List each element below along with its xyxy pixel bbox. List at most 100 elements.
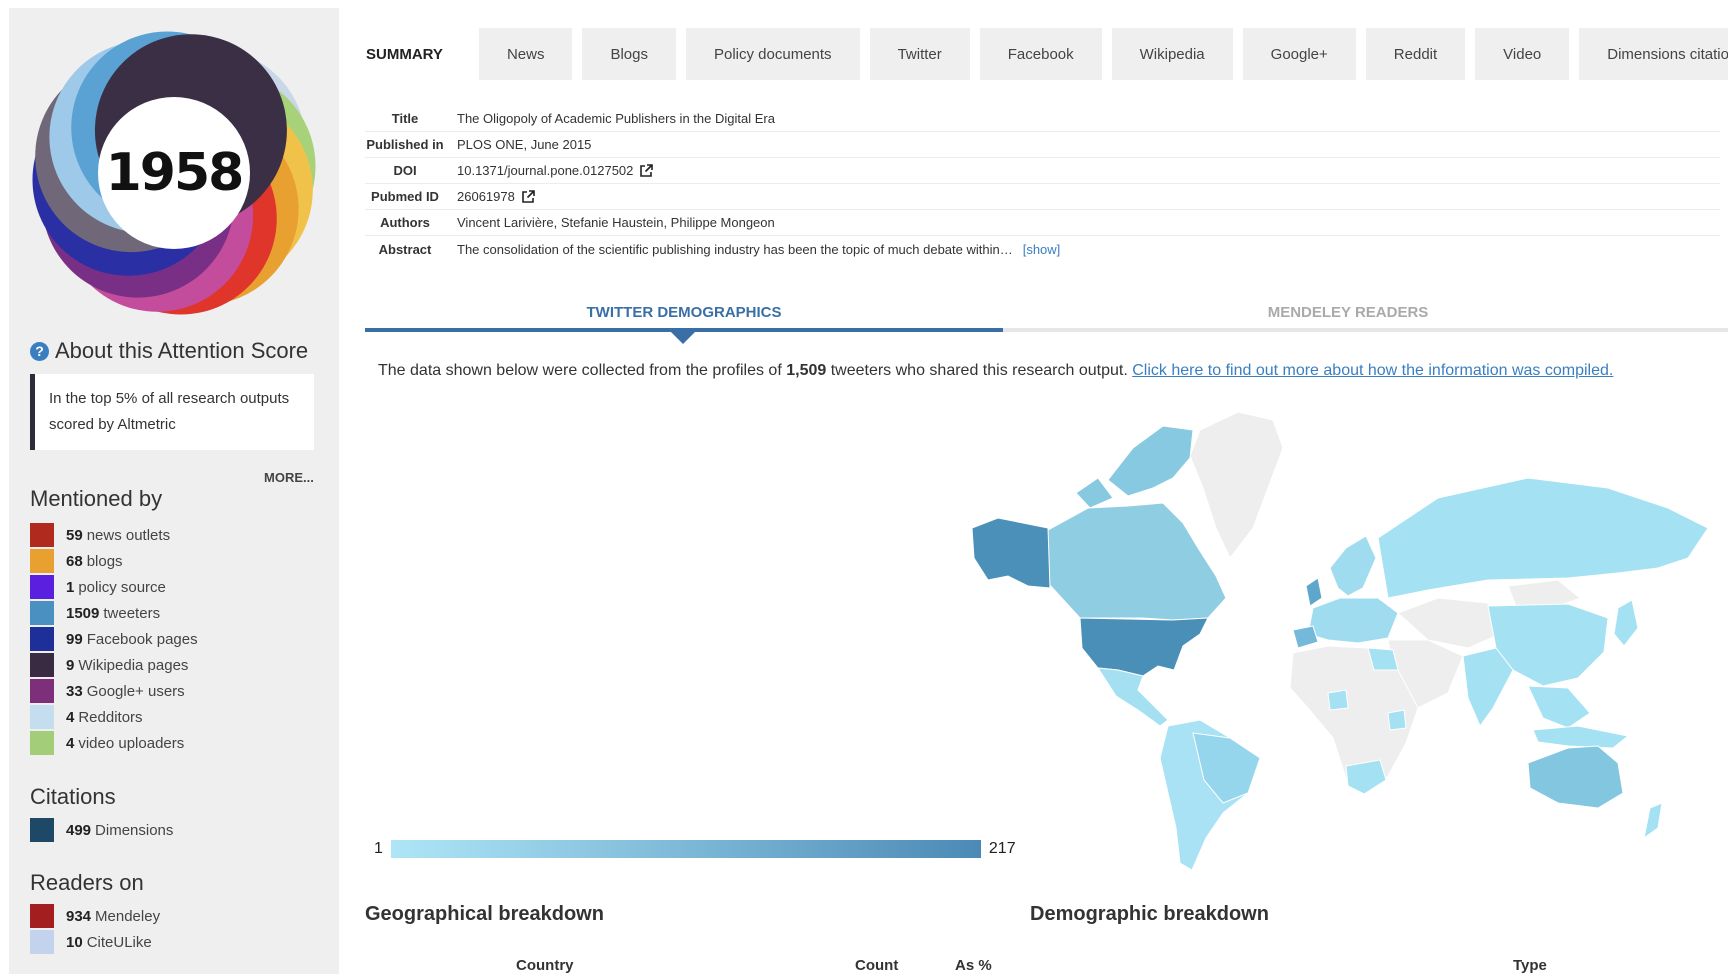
more-link[interactable]: MORE... <box>264 470 314 485</box>
tab-facebook[interactable]: Facebook <box>979 28 1102 80</box>
pubmed-value[interactable]: 26061978 <box>445 189 535 204</box>
map-region-scandinavia[interactable] <box>1329 535 1377 597</box>
meta-row-abstract: Abstract The consolidation of the scient… <box>365 236 1720 262</box>
map-region-canada[interactable] <box>1047 502 1227 621</box>
compiled-info-link[interactable]: Click here to find out more about how th… <box>1132 362 1614 379</box>
map-region-new-zealand[interactable] <box>1643 802 1663 840</box>
map-region-nigeria[interactable] <box>1327 689 1349 711</box>
tab-mendeley-readers[interactable]: MENDELEY READERS <box>1267 303 1429 321</box>
meta-label: Published in <box>366 137 444 152</box>
tab-video[interactable]: Video <box>1475 28 1570 80</box>
col-header-count[interactable]: Count <box>855 957 899 974</box>
col-header-type[interactable]: Type <box>1513 957 1547 974</box>
tab-wikipedia[interactable]: Wikipedia <box>1111 28 1233 80</box>
world-map[interactable] <box>968 408 1716 878</box>
tab-policy-documents[interactable]: Policy documents <box>686 28 860 80</box>
tab-twitter-demographics[interactable]: TWITTER DEMOGRAPHICS <box>586 303 782 321</box>
scale-min: 1 <box>374 840 383 857</box>
citations-title: Citations <box>30 784 116 809</box>
tab-dimensions-citation[interactable]: Dimensions citation <box>1579 28 1728 80</box>
map-region-indonesia[interactable] <box>1532 725 1630 749</box>
tab-summary[interactable]: SUMMARY <box>340 28 469 80</box>
abstract-show-link[interactable]: [show] <box>1022 241 1061 257</box>
map-region-greenland[interactable] <box>1189 411 1284 559</box>
map-region-se-asia[interactable] <box>1527 685 1591 729</box>
map-region-south-africa[interactable] <box>1345 759 1387 795</box>
map-color-scale: 1 217 <box>374 840 1016 858</box>
legend-count: 33 <box>66 682 83 700</box>
map-region-arctic-islands-2[interactable] <box>1075 477 1114 509</box>
map-region-arctic-islands[interactable] <box>1107 425 1194 497</box>
doi-value[interactable]: 10.1371/journal.pone.0127502 <box>445 163 654 178</box>
map-region-russia[interactable] <box>1377 477 1709 599</box>
legend-swatch <box>30 904 54 928</box>
map-region-australia[interactable] <box>1527 745 1624 809</box>
external-link-icon[interactable] <box>639 163 654 178</box>
legend-label: CiteULike <box>86 933 152 951</box>
note-suffix: tweeters who shared this research output… <box>826 362 1133 379</box>
legend-label: blogs <box>86 552 123 570</box>
col-header-country[interactable]: Country <box>516 957 574 974</box>
map-region-india[interactable] <box>1462 647 1514 728</box>
tweeter-count: 1,509 <box>786 362 827 379</box>
map-region-kenya[interactable] <box>1387 709 1407 731</box>
geographical-breakdown-title: Geographical breakdown <box>365 903 604 925</box>
map-region-usa[interactable] <box>1079 617 1209 677</box>
legend-label: video uploaders <box>78 734 185 752</box>
question-circle-icon[interactable]: ? <box>30 341 49 361</box>
legend-swatch <box>30 679 54 703</box>
legend-label: policy source <box>78 578 166 596</box>
demographic-breakdown-title: Demographic breakdown <box>1030 903 1269 925</box>
abstract-text: The consolidation of the scientific publ… <box>457 241 1013 257</box>
pubmed-text[interactable]: 26061978 <box>457 189 515 204</box>
legend-label: Dimensions <box>95 821 174 839</box>
tab-reddit[interactable]: Reddit <box>1365 28 1466 80</box>
map-region-uk[interactable] <box>1305 577 1323 607</box>
altmetric-donut[interactable]: 1958 <box>29 28 319 318</box>
published-in: PLOS ONE, June 2015 <box>457 137 592 152</box>
about-score-title: About this Attention Score <box>55 338 309 363</box>
map-region-japan[interactable] <box>1613 599 1639 647</box>
map-region-mexico[interactable] <box>1097 667 1169 727</box>
map-region-europe[interactable] <box>1307 597 1399 644</box>
tab-google[interactable]: Google+ <box>1242 28 1356 80</box>
meta-row-title: Title The Oligopoly of Academic Publishe… <box>365 106 1720 132</box>
legend-label: Redditors <box>78 708 143 726</box>
legend-count: 99 <box>66 630 83 648</box>
tab-twitter[interactable]: Twitter <box>869 28 970 80</box>
tab-news[interactable]: News <box>478 28 573 80</box>
article-metadata: Title The Oligopoly of Academic Publishe… <box>365 106 1720 262</box>
tab-underline <box>365 328 1728 332</box>
map-region-brazil[interactable] <box>1192 732 1261 804</box>
active-tab-caret-icon <box>671 332 695 344</box>
col-header-percent[interactable]: As % <box>955 957 992 974</box>
legend-swatch <box>30 549 54 573</box>
legend-label: tweeters <box>103 604 161 622</box>
legend-count: 4 <box>66 708 75 726</box>
legend-count: 1 <box>66 578 75 596</box>
tab-blogs[interactable]: Blogs <box>582 28 676 80</box>
map-region-alaska[interactable] <box>971 517 1051 589</box>
legend-swatch <box>30 705 54 729</box>
meta-label: DOI <box>393 163 417 178</box>
map-region-egypt[interactable] <box>1367 647 1399 671</box>
legend-count: 1509 <box>66 604 100 622</box>
external-link-icon[interactable] <box>521 189 535 204</box>
about-score-heading[interactable]: ? About this Attention Score <box>30 338 308 364</box>
map-region-iberia[interactable] <box>1292 625 1319 649</box>
doi-text[interactable]: 10.1371/journal.pone.0127502 <box>457 163 634 178</box>
